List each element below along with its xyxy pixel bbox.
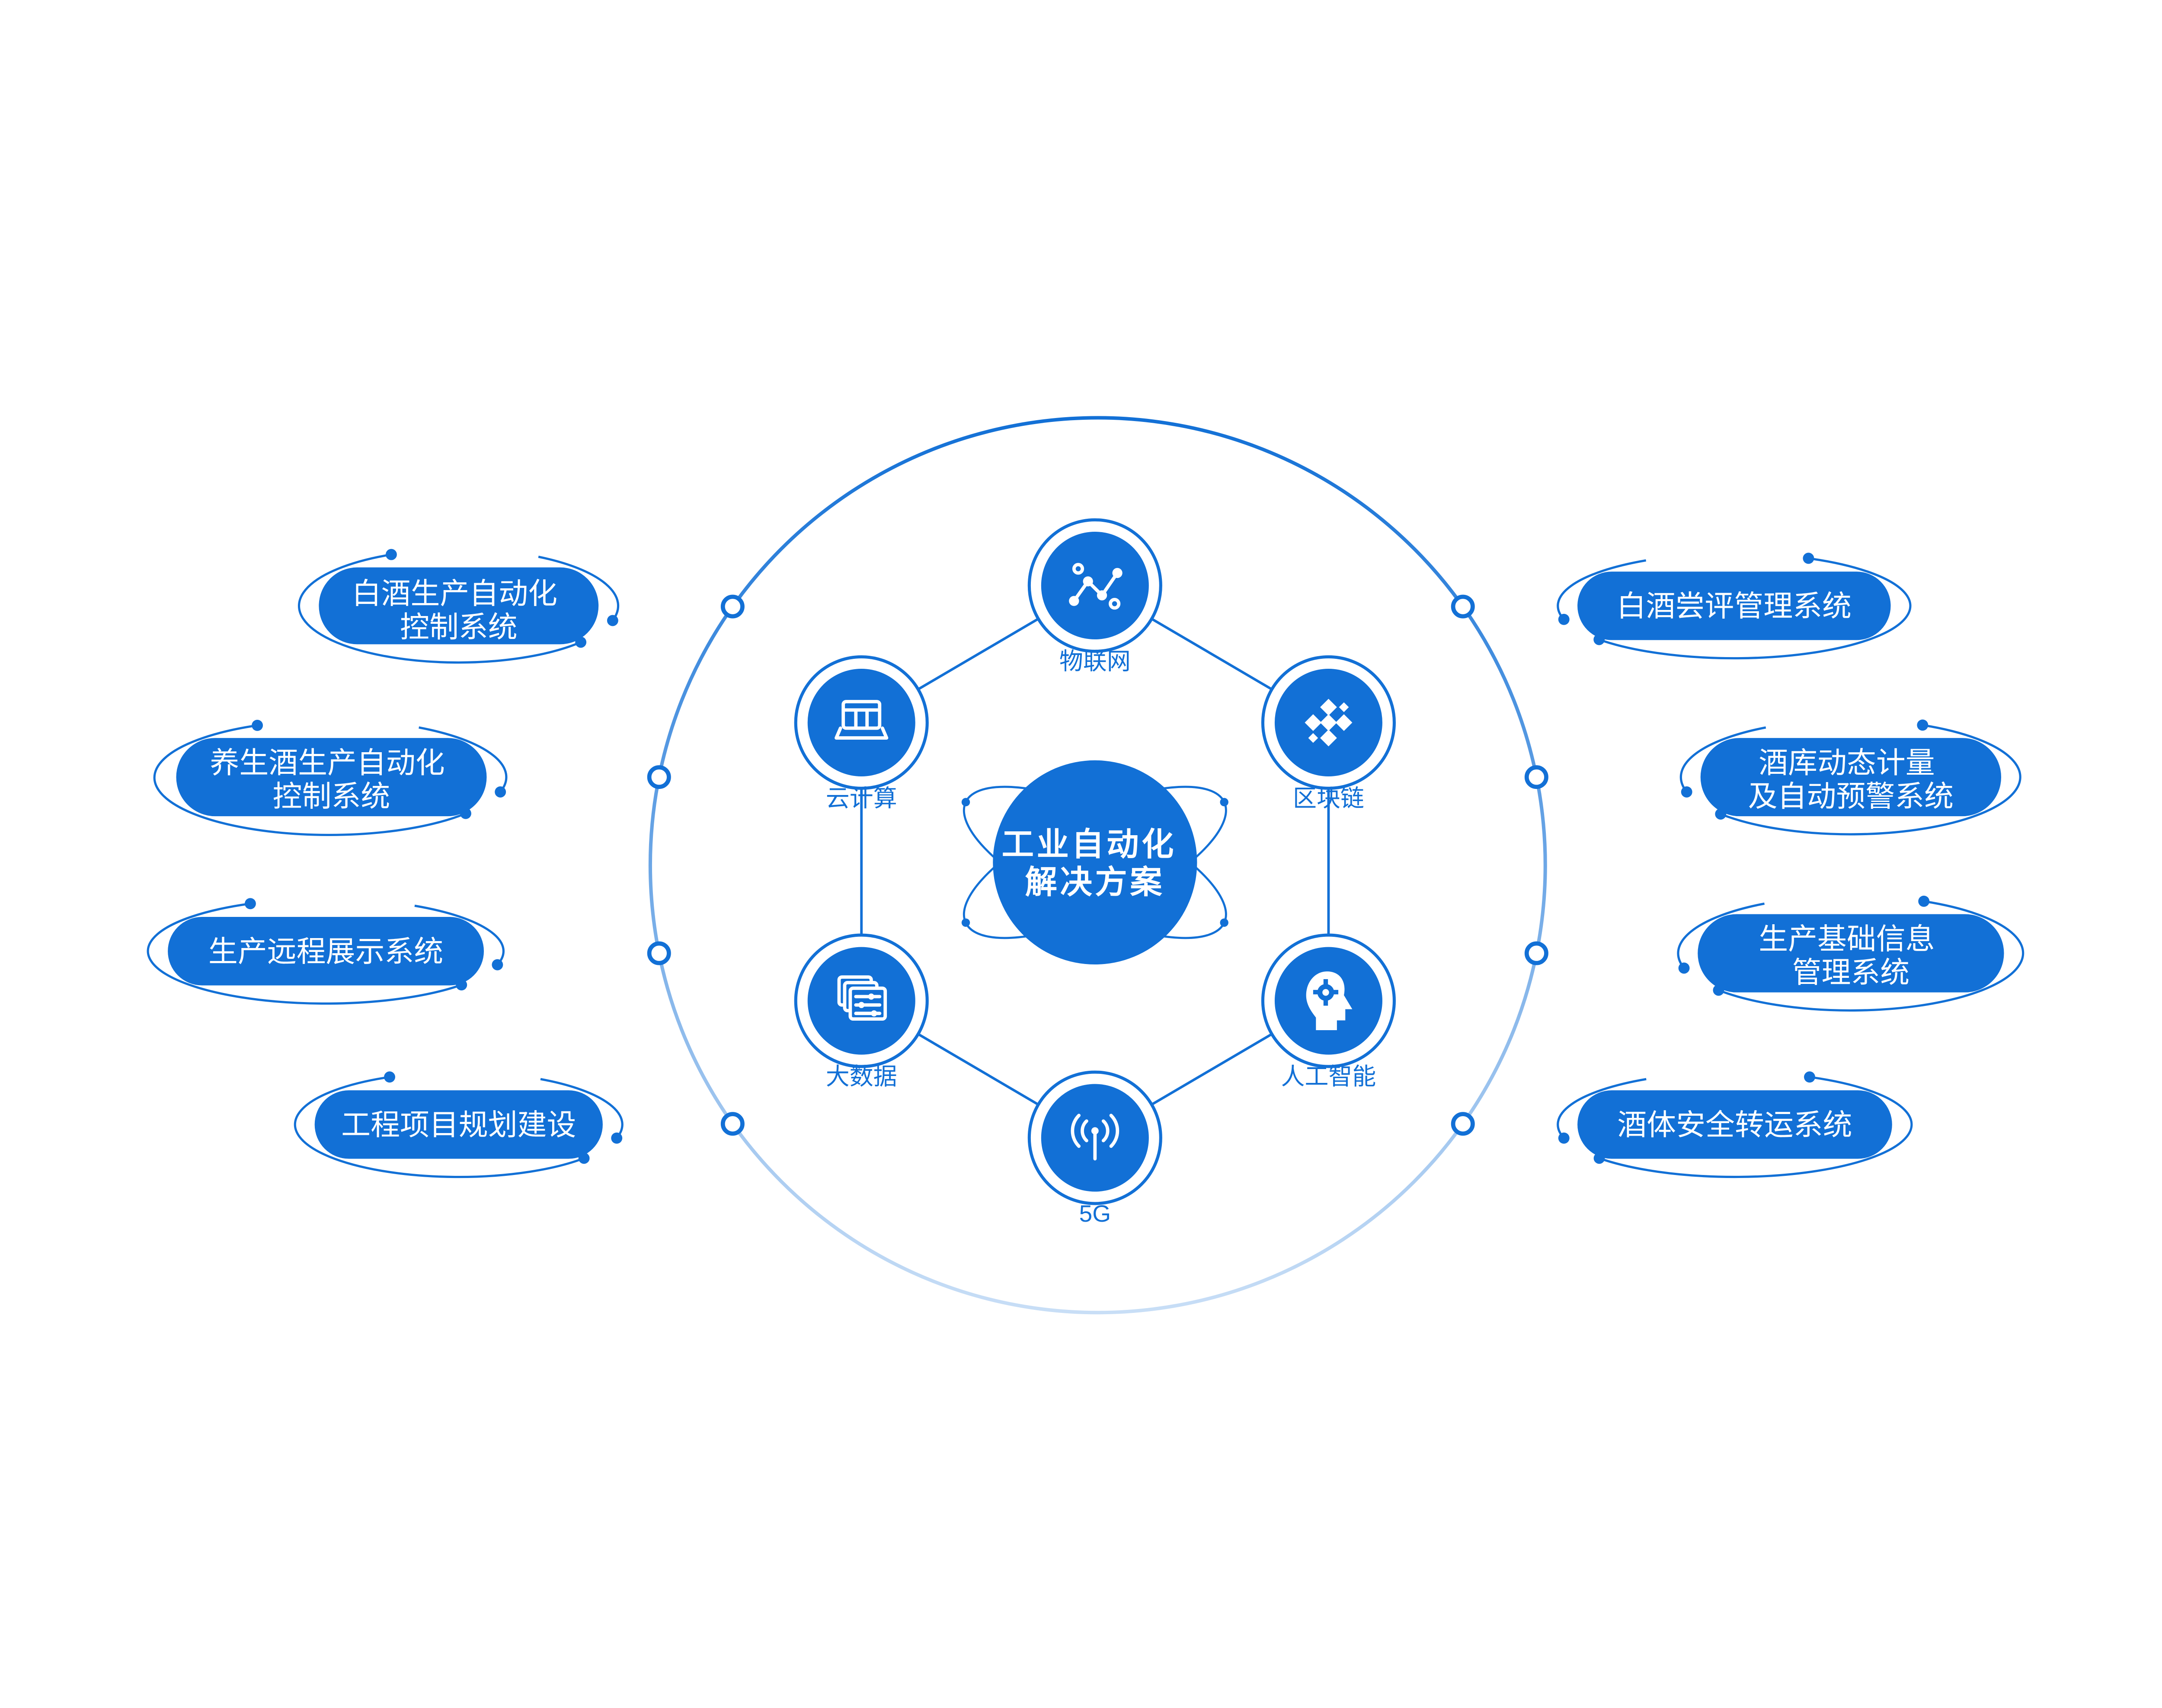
pill-label: 养生酒生产自动化 控制系统 [210,747,453,813]
pill-label: 工程项目规划建设 [341,1109,576,1142]
pill-left-4: 工程项目规划建设 [294,1071,624,1178]
cloud-computing-icon [835,700,889,740]
pill-label: 白酒尝评管理系统 [1617,591,1852,623]
blockchain-icon [1305,699,1353,747]
connector-dot [1451,594,1475,619]
connector-dot [647,765,671,789]
node-bigdata: 大数据 [794,933,929,1090]
node-label: 大数据 [826,1063,897,1090]
node-iot: 物联网 [1027,518,1162,675]
node-ai: 人工智能 [1261,933,1396,1090]
node-5g: 5G [1027,1070,1162,1227]
circle-connector-dots [647,594,1548,1136]
pill-label: 白酒生产自动化 控制系统 [352,578,566,644]
connector-dot [1524,941,1548,965]
node-label: 区块链 [1293,785,1364,812]
node-label: 物联网 [1059,648,1131,675]
pill-left-2: 养生酒生产自动化 控制系统 [153,720,508,836]
outer-circle [648,416,1547,1315]
pill-right-3: 生产基础信息 管理系统 [1677,895,2024,1012]
pill-right-1: 白酒尝评管理系统 [1557,552,1912,660]
pill-right-2: 酒库动态计量 及自动预警系统 [1679,719,2021,836]
connector-dot [647,941,671,965]
bigdata-icon [837,975,887,1021]
center-disc [993,760,1197,964]
node-label: 云计算 [826,785,897,812]
pill-label: 生产远程展示系统 [208,936,443,968]
center-title: 工业自动化 解决方案 [1002,827,1188,900]
node-label: 5G [1079,1200,1111,1227]
connector-dot [1451,1112,1475,1136]
connector-dot [720,1112,745,1136]
ai-icon [1306,971,1353,1031]
center-hub: 工业自动化 解决方案 [961,760,1228,964]
5g-antenna-icon [1071,1114,1119,1161]
pill-left-1: 白酒生产自动化 控制系统 [297,549,620,664]
node-cloud: 云计算 [794,655,929,812]
node-blockchain: 区块链 [1261,655,1396,812]
pill-label: 生产基础信息 管理系统 [1759,923,1943,989]
pill-label: 酒体安全转运系统 [1617,1109,1852,1142]
iot-icon [1069,563,1123,610]
node-label: 人工智能 [1281,1063,1376,1090]
connector-dot [1524,765,1548,789]
connector-dot [720,594,745,619]
pill-left-3: 生产远程展示系统 [147,898,505,1005]
pill-right-4: 酒体安全转运系统 [1557,1071,1913,1178]
pill-label: 酒库动态计量 及自动预警系统 [1748,747,1954,813]
